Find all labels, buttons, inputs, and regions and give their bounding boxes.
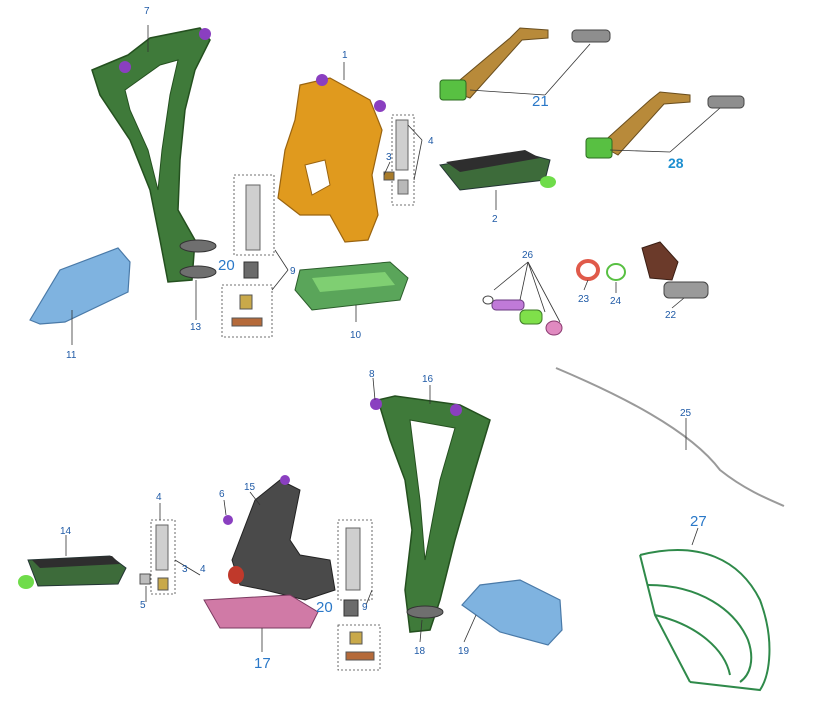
callout-6: 6 [219,489,225,500]
callout-10: 10 [350,330,362,341]
part-2-rider-footpeg [439,150,556,191]
part-25-cable [555,367,785,507]
callout-21: 21 [532,93,549,110]
part-22-shift-pivot [641,241,709,299]
callout-8: 8 [369,369,375,380]
part-15-pillion-hanger [223,475,336,601]
callout-9-lower: 9 [362,602,368,613]
callout-17: 17 [254,655,271,672]
part-17-pillion-footpeg [203,594,319,629]
callout-25: 25 [680,408,692,419]
pin-spring-set-upper [383,114,415,206]
callout-26: 26 [522,250,534,261]
pin-spring-set-lower-right [337,519,381,671]
callout-27: 27 [690,513,707,530]
callout-13: 13 [190,322,202,333]
callout-19: 19 [458,646,470,657]
callout-3-upper: 3 [386,152,392,163]
part-1-footpeg-hanger [277,74,386,243]
bolt-top-left [119,28,211,73]
callout-4-lower-b: 4 [200,564,206,575]
pin-spring-set-lower-left [139,519,176,595]
callout-18: 18 [414,646,426,657]
part-16-rear-bracket [370,395,491,633]
callout-20-upper: 20 [218,257,235,274]
leader-lines [65,25,721,652]
part-19-heel-plate [461,579,563,646]
callout-14: 14 [60,526,72,537]
callout-9-upper: 9 [290,266,296,277]
callout-22: 22 [665,310,677,321]
part-11-heel-plate [29,247,131,325]
callout-7: 7 [144,6,150,17]
callout-1: 1 [342,50,348,61]
part-27-grab-rail [639,549,771,692]
part-7-front-left-bracket [91,27,217,283]
part-14-footpeg [18,555,127,589]
callout-15: 15 [244,482,256,493]
callout-11: 11 [66,350,77,361]
callout-16: 16 [422,374,434,385]
pin-spring-set-left [221,174,275,338]
callout-5: 5 [140,600,146,611]
part-21-gear-lever [439,27,611,101]
callout-20-lower: 20 [316,599,333,616]
callout-3-lower: 3 [182,564,188,575]
callout-28: 28 [668,155,684,171]
callout-4-upper: 4 [428,136,434,147]
callout-24: 24 [610,296,622,307]
part-26-set [482,295,563,336]
callout-2: 2 [492,214,498,225]
part-23-spring [576,259,600,281]
part-28-gear-lever-alt [585,91,745,159]
part-24-spring [606,263,626,281]
callout-23: 23 [578,294,590,305]
callout-4-lower-a: 4 [156,492,162,503]
part-10-footpeg [294,261,409,311]
